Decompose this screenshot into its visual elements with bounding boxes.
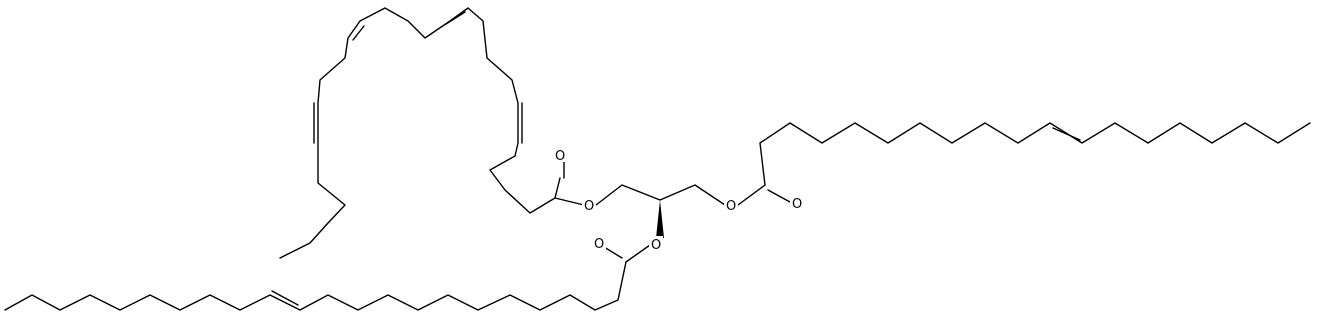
arachidonoyl-chain (279, 7, 585, 259)
double-bond-d11 (352, 25, 365, 41)
glycerol-bonds (595, 184, 726, 206)
eicosenoyl-chain (4, 244, 651, 311)
atom-labels: O O O O O O (553, 147, 804, 253)
atom-label-carbonyl-o-1: O (555, 149, 565, 164)
atom-label-ester-o-1: O (584, 199, 594, 214)
eicosenoyl-backbone (4, 261, 627, 311)
atom-label-ester-o-3: O (726, 199, 736, 214)
carbonyl-double-bond-2 (603, 246, 623, 259)
ester-bond-1 (554, 197, 585, 206)
carbonyl-double-bond-3 (767, 189, 791, 203)
atom-label-carbonyl-o-2: O (594, 237, 604, 252)
ester-bond-3 (737, 184, 766, 206)
atom-label-carbonyl-o-3: O (792, 197, 802, 212)
oleoyl-backbone (759, 122, 1311, 186)
double-bond-d8 (445, 11, 466, 25)
double-bond-d11-eicosenoyl (271, 290, 299, 306)
atom-label-ester-o-2: O (651, 238, 661, 253)
ester-bond-2 (625, 244, 651, 263)
glycerol-backbone (595, 184, 726, 238)
oleoyl-chain (737, 122, 1311, 206)
arachidonoyl-backbone (279, 7, 561, 259)
stereo-wedge-bond (656, 200, 664, 238)
double-bond-d9-oleoyl (1052, 127, 1081, 141)
